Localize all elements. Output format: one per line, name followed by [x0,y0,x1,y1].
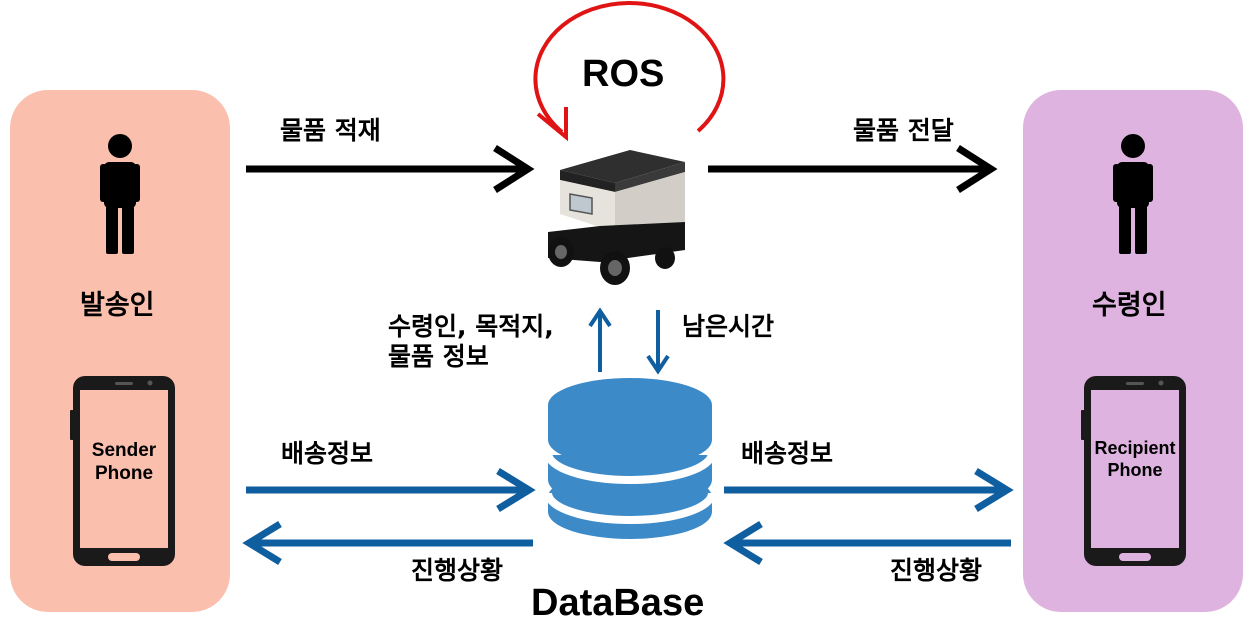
sender-to-db-arrow [246,468,536,512]
recipient-label: 수령인 [1092,290,1167,321]
sender-phone-icon [70,376,175,566]
recipient-phone-icon [1081,376,1186,566]
to-robot-info-line2: 물품 정보 [388,342,489,371]
progress-left-label: 진행상황 [411,556,504,585]
database-cylinder-icon [544,378,716,539]
db-to-recipient-arrow [724,468,1014,512]
ros-loop-arrow [533,1,726,142]
sender-phone-line2: Phone [94,462,154,484]
database-label: DataBase [531,582,705,624]
load-item-arrow [246,145,535,193]
deliver-item-arrow [708,145,998,193]
sender-phone-text: Sender Phone [80,440,168,486]
recipient-phone-text: Recipient Phone [1087,438,1183,481]
db-to-robot-arrow [588,307,612,372]
recipient-phone-line2: Phone [1107,459,1163,480]
sender-person-icon [100,134,140,254]
db-to-sender-arrow [242,521,533,565]
sender-phone-line1: Sender [91,440,157,461]
delivery-info-right-label: 배송정보 [741,439,834,468]
remaining-time-label: 남은시간 [682,312,775,341]
recipient-to-db-arrow [723,521,1011,565]
deliver-item-label: 물품 전달 [853,116,954,145]
robot-to-db-arrow [646,310,670,375]
load-item-label: 물품 적재 [280,116,381,145]
delivery-info-left-label: 배송정보 [281,439,374,468]
ros-label: ROS [582,53,665,95]
delivery-robot-icon [548,150,685,285]
recipient-phone-line1: Recipient [1094,438,1176,458]
sender-label: 발송인 [80,290,155,321]
progress-right-label: 진행상황 [890,556,983,585]
to-robot-info-line1: 수령인, 목적지, [388,312,554,341]
recipient-person-icon [1113,134,1153,254]
